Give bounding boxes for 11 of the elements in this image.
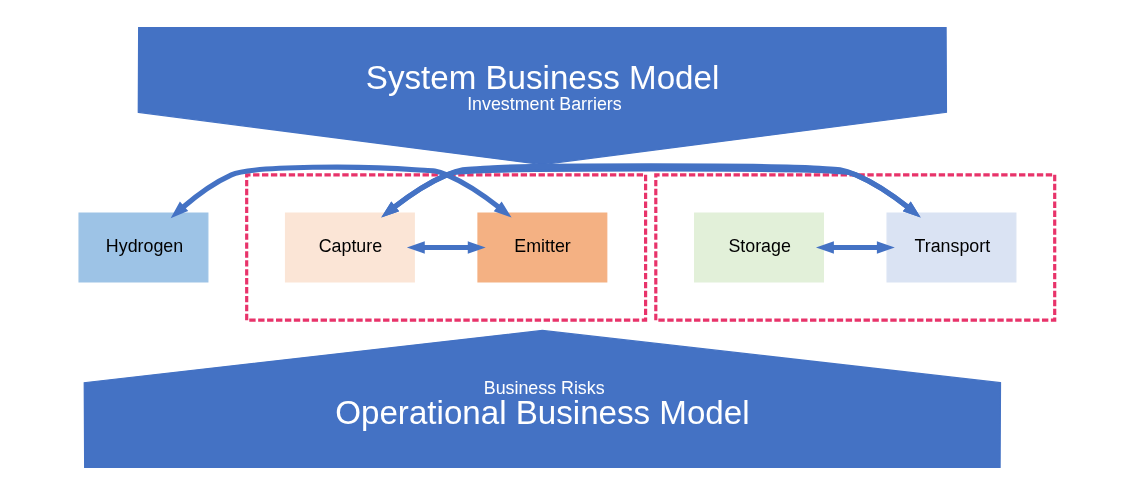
arrow bbox=[170, 164, 512, 219]
node-box: Emitter bbox=[476, 212, 607, 283]
node-box: Capture bbox=[284, 212, 415, 283]
cluster bbox=[653, 173, 1056, 322]
cluster bbox=[244, 173, 647, 322]
node-box: Transport bbox=[885, 212, 1016, 283]
arrow bbox=[815, 241, 895, 254]
node-box: Hydrogen bbox=[77, 212, 208, 283]
arrow bbox=[406, 241, 486, 254]
node-box: Storage bbox=[693, 212, 824, 283]
arrow bbox=[380, 163, 921, 218]
